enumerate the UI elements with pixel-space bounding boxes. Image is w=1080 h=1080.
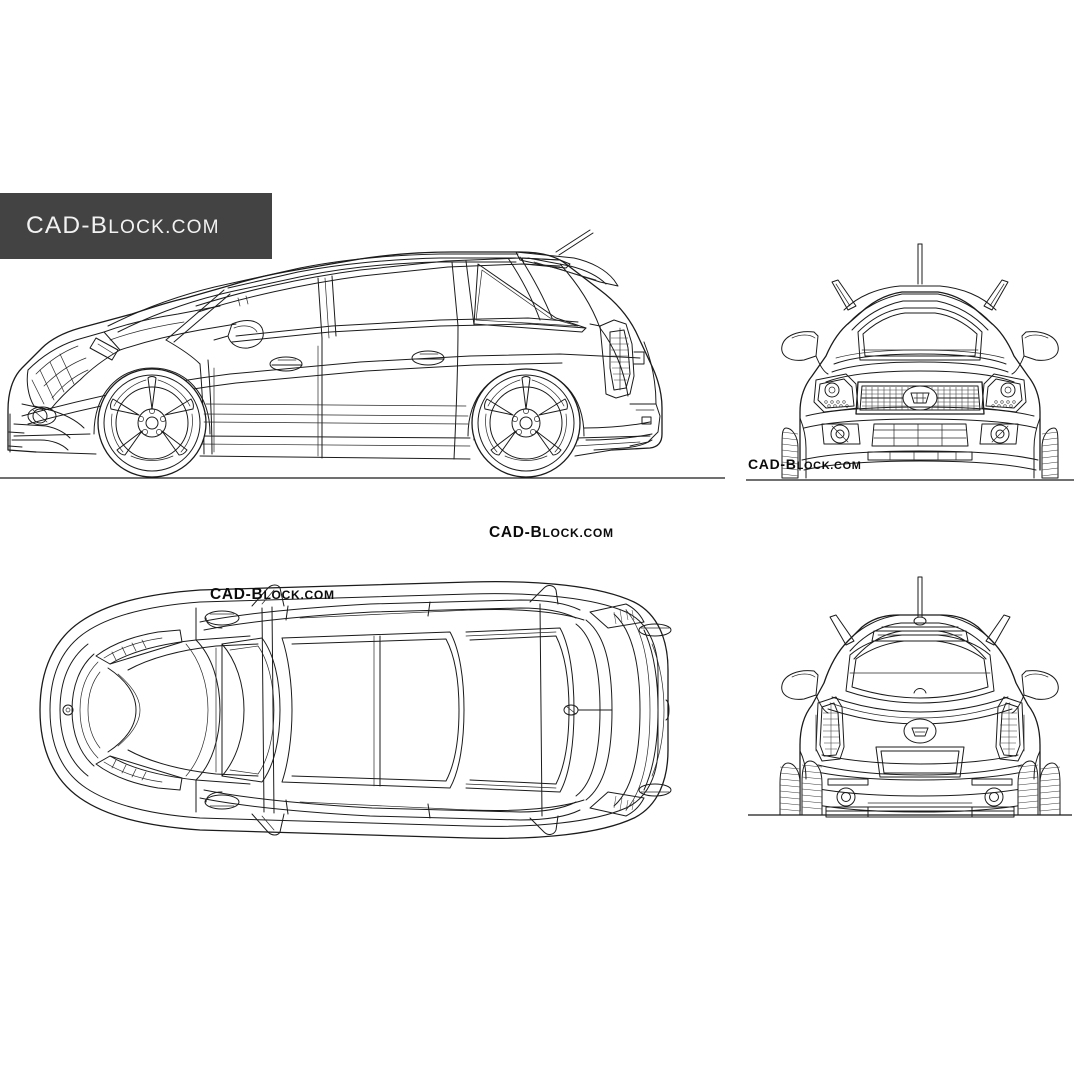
- plan-cowl: [215, 643, 223, 777]
- rear-roof: [845, 614, 995, 660]
- view-side-elevation: [0, 228, 740, 488]
- front-roof: [843, 285, 997, 331]
- front-bumper: [801, 406, 1039, 471]
- rear-crest-emblem: [903, 718, 937, 744]
- rear-license-plate[interactable]: [875, 746, 965, 778]
- front-mirror-left: [781, 331, 829, 375]
- plan-mirror-right: [204, 791, 240, 810]
- plan-mirror-left: [204, 610, 240, 629]
- plan-headlamp-left: [95, 629, 183, 665]
- side-door-lines: [199, 325, 459, 460]
- side-wheel-front-spokes: [110, 376, 194, 456]
- rear-taillamp-right: [995, 696, 1025, 762]
- plan-front-valance: [107, 667, 141, 753]
- plan-roof-rail-left: [199, 584, 581, 631]
- cad-block-logo-banner: CAD-BLOCK.COM: [0, 193, 272, 259]
- side-headlamp: [26, 331, 121, 411]
- rear-mirror-left: [781, 670, 829, 714]
- side-tailgate: [589, 323, 657, 405]
- plan-quarter-glass: [465, 631, 557, 789]
- side-wheel-rear-spokes: [484, 376, 568, 456]
- front-tire-right: [1033, 417, 1059, 479]
- rear-bumper: [805, 770, 1035, 813]
- rear-tire-left: [779, 750, 823, 816]
- watermark-front-view: CAD-BLOCK.COM: [748, 456, 862, 472]
- plan-hood: [109, 635, 259, 785]
- side-hood: [103, 305, 237, 351]
- plan-mirror-cap-right: [638, 783, 672, 797]
- side-wheel-rear: [471, 368, 581, 478]
- side-tail-lamp: [599, 319, 645, 399]
- side-wheel-front: [97, 368, 207, 478]
- front-crest-emblem: [902, 385, 938, 411]
- rear-roof-rail-left: [829, 614, 855, 646]
- plan-mirror-cap-left: [638, 623, 672, 637]
- side-roof-rail: [195, 257, 571, 313]
- front-roof-rail-right: [983, 279, 1009, 311]
- view-front-elevation: [746, 232, 1074, 487]
- rear-tire-right: [1017, 750, 1061, 816]
- front-hood: [825, 349, 1015, 383]
- logo-text: CAD-BLOCK.COM: [26, 212, 220, 239]
- front-tire-left: [781, 417, 807, 479]
- rear-antenna: [913, 576, 927, 626]
- plan-windshield: [221, 637, 281, 783]
- side-door-handle-front[interactable]: [269, 356, 303, 372]
- side-roof-spoiler: [515, 251, 619, 287]
- front-headlamp-right: [981, 373, 1027, 413]
- rear-fog-lamp-right: [984, 787, 1004, 807]
- side-rear-bumper: [583, 403, 661, 447]
- front-mirror-right: [1011, 331, 1059, 375]
- front-headlamp-left: [813, 373, 859, 413]
- watermark-top-view: CAD-BLOCK.COM: [210, 586, 335, 603]
- side-fog-lamp: [27, 406, 57, 426]
- side-mouldings: [203, 403, 469, 425]
- rear-fog-lamp-left: [836, 787, 856, 807]
- front-fog-lamp-right: [979, 423, 1019, 445]
- plan-crossbar-front: [261, 606, 275, 814]
- rear-roof-rail-right: [985, 614, 1011, 646]
- plan-crossbar-rear: [539, 603, 543, 817]
- rear-reflector-right: [971, 778, 1013, 786]
- watermark-center: CAD-BLOCK.COM: [489, 524, 614, 541]
- front-windshield: [857, 307, 983, 361]
- side-front-bumper: [8, 403, 85, 453]
- front-lower-intake: [867, 423, 973, 461]
- front-body-outline: [799, 291, 1041, 471]
- plan-roof-rail-right: [199, 789, 581, 836]
- side-rear-sill: [593, 439, 653, 451]
- front-antenna: [917, 243, 923, 285]
- rear-spoiler: [871, 626, 969, 642]
- side-door-handle-rear[interactable]: [411, 350, 445, 366]
- side-greenhouse: [107, 253, 601, 365]
- side-antenna: [555, 229, 594, 256]
- plan-headlamp-right: [95, 755, 183, 791]
- view-plan-top: [0, 560, 700, 860]
- plan-roof: [281, 627, 575, 793]
- front-roof-rail-left: [831, 279, 857, 311]
- plan-rear-bumper: [643, 629, 670, 791]
- view-rear-elevation: [748, 565, 1072, 820]
- plan-front-end: [59, 643, 101, 777]
- plan-taillamp-right: [589, 791, 645, 817]
- rear-reflector-left: [827, 778, 869, 786]
- rear-mirror-right: [1011, 670, 1059, 714]
- rear-taillamp-left: [815, 696, 845, 762]
- front-fog-lamp-left: [821, 423, 861, 445]
- rear-glass: [845, 634, 995, 704]
- plan-side-panels: [195, 601, 585, 819]
- plan-antenna-base: [563, 704, 613, 716]
- side-mirror: [213, 320, 264, 349]
- plan-taillamp-left: [589, 603, 645, 629]
